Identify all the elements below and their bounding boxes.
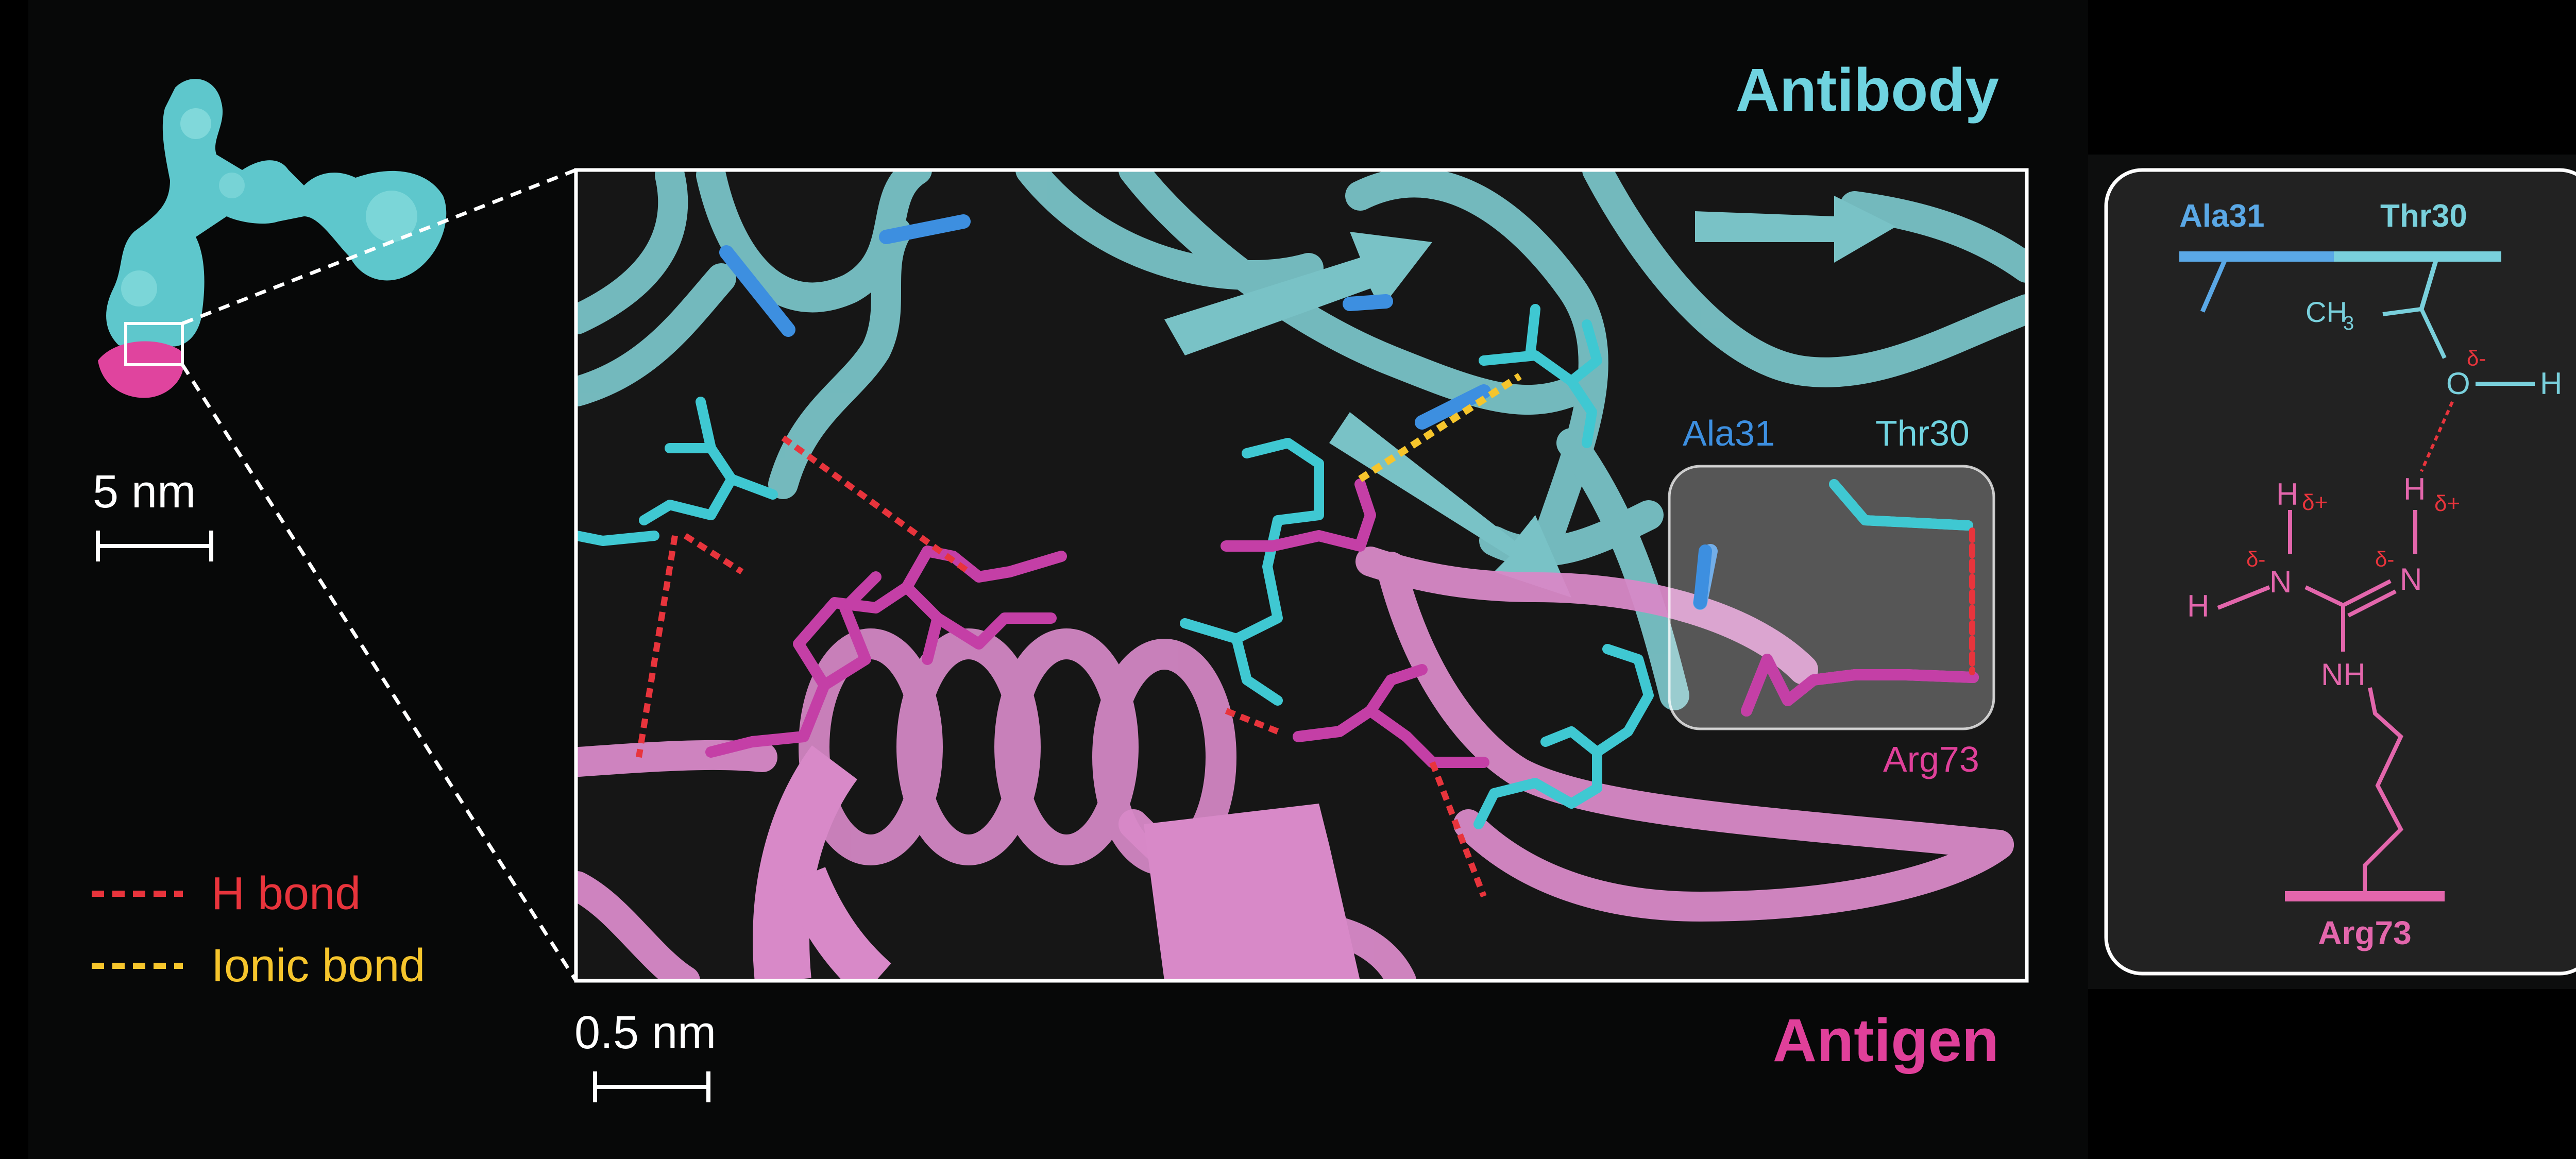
schematic-h-left: H: [2276, 477, 2298, 512]
scale-label-overview: 5 nm: [93, 466, 196, 518]
schematic-h-oh: H: [2540, 366, 2562, 401]
zoom-region-box: [124, 322, 184, 366]
highlight-box: [1668, 465, 1995, 730]
schematic-delta-o: δ-: [2467, 346, 2486, 370]
schematic-hbond: [2420, 401, 2454, 472]
legend-hbond-label: H bond: [211, 868, 361, 919]
label-arg73: Arg73: [1883, 739, 1979, 779]
schematic-arg73: Arg73: [2318, 914, 2411, 951]
legend-ionic-label: Ionic bond: [211, 940, 425, 992]
main-structure-panel: Ala31 Thr30 Arg73: [574, 168, 2029, 983]
label-ala31: Ala31: [1683, 413, 1775, 453]
schematic-n-right: N: [2400, 562, 2422, 596]
schematic-h-right: H: [2403, 472, 2426, 506]
schematic-ala31: Ala31: [2179, 198, 2264, 234]
label-thr30: Thr30: [1875, 413, 1970, 453]
schematic-delta-n-right: δ-: [2375, 547, 2394, 571]
legend: H bond Ionic bond: [92, 868, 425, 992]
schematic-delta-plus-right: δ+: [2434, 491, 2460, 516]
antibody-overview-molecule: [98, 79, 447, 398]
scale-bar-overview: [96, 531, 213, 561]
schematic-o: O: [2446, 366, 2470, 401]
schematic-delta-plus-left: δ+: [2302, 490, 2328, 515]
scale-label-main: 0.5 nm: [574, 1007, 716, 1059]
schematic-nh: NH: [2321, 657, 2366, 692]
panel-frame: [574, 168, 2029, 983]
scale-bar-main: [593, 1071, 710, 1102]
schematic-ch3-sub: 3: [2343, 313, 2354, 334]
schematic-thr30: Thr30: [2380, 198, 2467, 234]
schematic-delta-n-left: δ-: [2246, 547, 2265, 571]
antibody-title: Antibody: [1736, 56, 1999, 124]
ionic-bond-line: [1358, 373, 1522, 482]
schematic-panel: Ala31 Thr30 CH 3 O H δ- H δ+ H δ+: [2104, 168, 2576, 976]
schematic-h-nh2: H: [2187, 589, 2209, 623]
schematic-ch3: CH: [2306, 296, 2347, 328]
zoom-line-bottom: [181, 364, 578, 982]
antigen-title: Antigen: [1773, 1007, 1999, 1075]
schematic-n-left: N: [2269, 565, 2292, 599]
